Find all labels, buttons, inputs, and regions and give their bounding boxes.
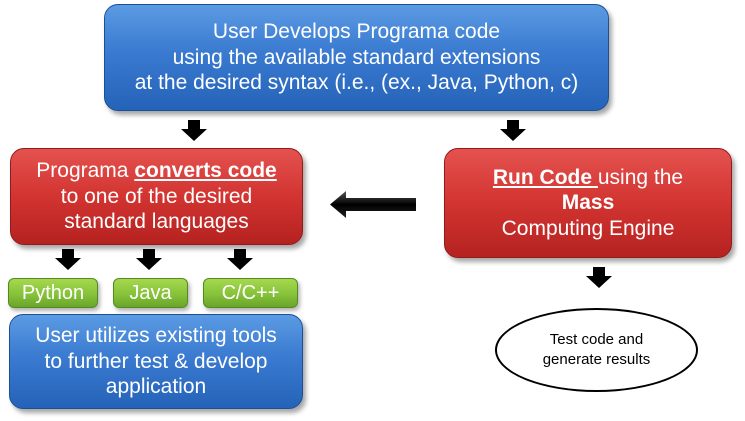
arrow-run-to-test	[586, 267, 612, 288]
node-test-line-2: generate results	[542, 351, 651, 368]
node-convert-prefix: Programa	[36, 159, 135, 183]
arrow-convert-to-java	[136, 249, 162, 270]
node-user-tools-line-2: to further test & develop	[44, 349, 268, 373]
node-run-line-1: Run Code using the	[493, 165, 683, 191]
node-programa-converts: Programa converts code to one of the des…	[10, 148, 303, 245]
node-user-develops-line-3: at the desired syntax (i.e., (ex., Java,…	[134, 71, 579, 95]
node-convert-line-1: Programa converts code	[36, 158, 276, 184]
arrow-top-to-run	[500, 120, 526, 141]
node-user-develops-line-1: User Develops Programa code	[212, 20, 501, 44]
arrow-run-to-convert	[330, 191, 416, 218]
node-user-develops: User Develops Programa code using the av…	[104, 4, 609, 111]
node-run-code: Run Code using the Mass Computing Engine	[444, 148, 732, 258]
node-convert-line-3: standard languages	[64, 210, 249, 234]
arrow-convert-to-python	[55, 249, 81, 270]
node-run-suffix: using the	[597, 165, 684, 189]
node-user-tools-line-3: application	[105, 375, 207, 399]
node-run-emphasis: Run Code	[492, 165, 598, 189]
arrow-convert-to-cpp	[227, 249, 253, 270]
node-run-line-2: Mass	[561, 191, 615, 215]
node-run-line-3: Computing Engine	[501, 216, 675, 240]
language-cpp: C/C++	[203, 278, 298, 308]
node-test-line-1: Test code and	[549, 330, 644, 348]
node-user-develops-line-2: using the available standard extensions	[172, 45, 541, 69]
node-convert-emphasis: converts code	[134, 159, 277, 183]
language-python: Python	[8, 278, 98, 308]
node-convert-line-2: to one of the desired	[60, 184, 253, 208]
language-java: Java	[113, 278, 188, 308]
node-user-utilizes-tools: User utilizes existing tools to further …	[9, 314, 303, 409]
node-user-tools-line-1: User utilizes existing tools	[35, 324, 277, 348]
node-test-code: Test code and generate results	[495, 308, 698, 392]
arrow-top-to-convert	[181, 120, 207, 141]
